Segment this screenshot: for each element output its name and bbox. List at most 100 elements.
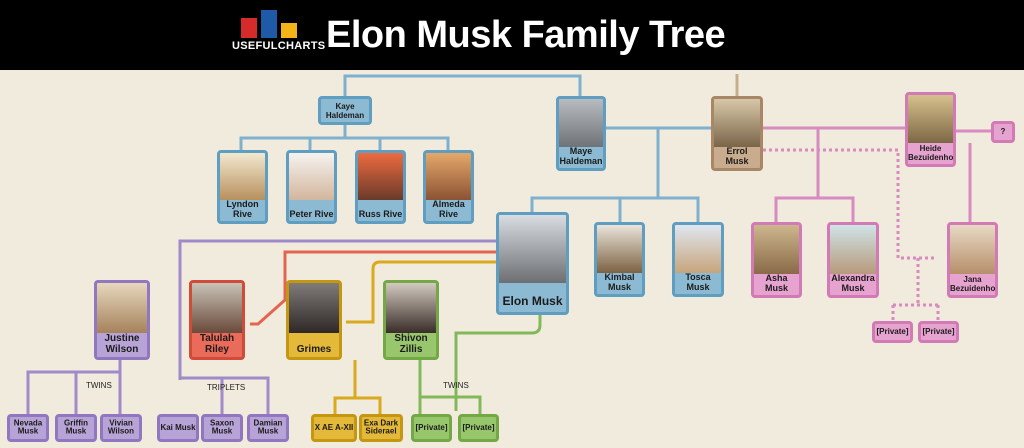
node-kimbal-musk[interactable]: Kimbal Musk [594, 222, 645, 297]
node-shivon-zillis[interactable]: Shivon Zillis [383, 280, 439, 360]
photo-tosca [675, 225, 721, 273]
name-label: Tosca Musk [685, 272, 711, 292]
node-justine-wilson[interactable]: Justine Wilson [94, 280, 150, 360]
node-grimes[interactable]: Grimes [286, 280, 342, 360]
name-label: Kaye Haldeman [325, 102, 365, 120]
name-label: Jana Bezuidenhout [950, 275, 998, 293]
line-elon-talulah [250, 250, 497, 326]
line-elon-justine [178, 239, 497, 380]
name-label: Shivon Zillis [394, 333, 428, 355]
node-x-ae-a-xii[interactable]: X AE A-XII [311, 414, 357, 442]
line-kaye-children [239, 124, 450, 150]
photo-elon [499, 215, 566, 283]
name-label: Saxon Musk [209, 418, 234, 436]
name-label: Almeda Rive [432, 199, 465, 219]
name-label: Lyndon Rive [226, 199, 259, 219]
node-saxon-musk[interactable]: Saxon Musk [201, 414, 243, 442]
photo-asha [754, 225, 799, 274]
name-label: Griffin Musk [64, 418, 88, 436]
node-kai-musk[interactable]: Kai Musk [157, 414, 199, 442]
node-errol-musk[interactable]: Errol Musk [711, 96, 763, 171]
node-unknown-partner[interactable]: ? [991, 121, 1015, 143]
name-label: Kai Musk [160, 422, 196, 432]
name-label: Peter Rive [289, 208, 334, 219]
photo-kimbal [597, 225, 642, 273]
name-label: Grimes [296, 343, 332, 355]
photo-jana [950, 225, 995, 274]
logo-bar-yellow [281, 23, 297, 38]
photo-alexandra [830, 225, 876, 274]
node-vivian-wilson[interactable]: Vivian Wilson [100, 414, 142, 442]
logo-text: USEFULCHARTS [232, 40, 326, 52]
node-talulah-riley[interactable]: Talulah Riley [189, 280, 245, 360]
node-russ-rive[interactable]: Russ Rive [355, 150, 406, 224]
twins-label-justine: TWINS [86, 381, 112, 390]
photo-justine [97, 283, 147, 333]
node-maye-haldeman[interactable]: Maye Haldeman [556, 96, 606, 171]
line-kaye-maye [343, 74, 582, 97]
logo-bar-blue [261, 10, 277, 38]
node-jana-bezuidenhout[interactable]: Jana Bezuidenhout [947, 222, 998, 298]
node-alexandra-musk[interactable]: Alexandra Musk [827, 222, 879, 298]
name-label: Damian Musk [253, 418, 283, 436]
photo-talulah [192, 283, 242, 333]
node-private-3[interactable]: [Private] [411, 414, 452, 442]
node-tosca-musk[interactable]: Tosca Musk [672, 222, 724, 297]
node-private-2[interactable]: [Private] [918, 321, 959, 343]
photo-heide [908, 95, 953, 143]
name-label: [Private] [922, 326, 955, 336]
photo-russ [358, 153, 403, 200]
name-label: Vivian Wilson [107, 418, 135, 436]
name-label: X AE A-XII [314, 422, 354, 432]
name-label: [Private] [462, 422, 495, 432]
page-title: Elon Musk Family Tree [326, 14, 726, 56]
node-private-4[interactable]: [Private] [458, 414, 499, 442]
name-label: Kimbal Musk [604, 272, 635, 292]
name-label: Maye Haldeman [559, 146, 603, 166]
line-elon-shivon [454, 306, 542, 411]
photo-maye [559, 99, 603, 147]
line-maye-children [530, 128, 700, 222]
name-label: Errol Musk [725, 146, 749, 166]
node-nevada-musk[interactable]: Nevada Musk [7, 414, 49, 442]
name-label: Russ Rive [358, 208, 403, 219]
node-kaye-haldeman[interactable]: Kaye Haldeman [318, 96, 372, 125]
twins-label-shivon: TWINS [443, 381, 469, 390]
name-label: ? [1000, 126, 1006, 136]
node-exa-dark-siderael[interactable]: Exa Dark Siderael [359, 414, 403, 442]
name-label: Alexandra Musk [831, 273, 875, 293]
logo-bar-red [241, 18, 257, 38]
line-shivon-children [418, 360, 482, 414]
node-peter-rive[interactable]: Peter Rive [286, 150, 337, 224]
line-errol-heide-children [774, 128, 855, 222]
name-label: [Private] [876, 326, 909, 336]
node-elon-musk[interactable]: Elon Musk [496, 212, 569, 315]
photo-peter [289, 153, 334, 200]
line-private-dotted [763, 148, 940, 322]
name-label: Exa Dark Siderael [363, 418, 399, 436]
name-label: Elon Musk [502, 294, 563, 309]
node-griffin-musk[interactable]: Griffin Musk [55, 414, 97, 442]
node-heide-bezuidenhout[interactable]: Heide Bezuidenhout [905, 92, 956, 167]
node-lyndon-rive[interactable]: Lyndon Rive [217, 150, 268, 224]
name-label: Asha Musk [764, 273, 788, 293]
photo-errol [714, 99, 760, 147]
node-damian-musk[interactable]: Damian Musk [247, 414, 289, 442]
line-grimes-children [333, 360, 382, 414]
line-justine-children [26, 358, 270, 414]
triplets-label: TRIPLETS [207, 383, 246, 392]
node-private-1[interactable]: [Private] [872, 321, 913, 343]
node-almeda-rive[interactable]: Almeda Rive [423, 150, 474, 224]
photo-almeda [426, 153, 471, 200]
photo-lyndon [220, 153, 265, 200]
node-asha-musk[interactable]: Asha Musk [751, 222, 802, 298]
line-elon-grimes [346, 260, 497, 324]
name-label: Heide Bezuidenhout [908, 144, 956, 162]
photo-shivon [386, 283, 436, 333]
name-label: [Private] [415, 422, 448, 432]
name-label: Justine Wilson [104, 333, 140, 355]
photo-grimes [289, 283, 339, 333]
name-label: Talulah Riley [199, 333, 235, 355]
